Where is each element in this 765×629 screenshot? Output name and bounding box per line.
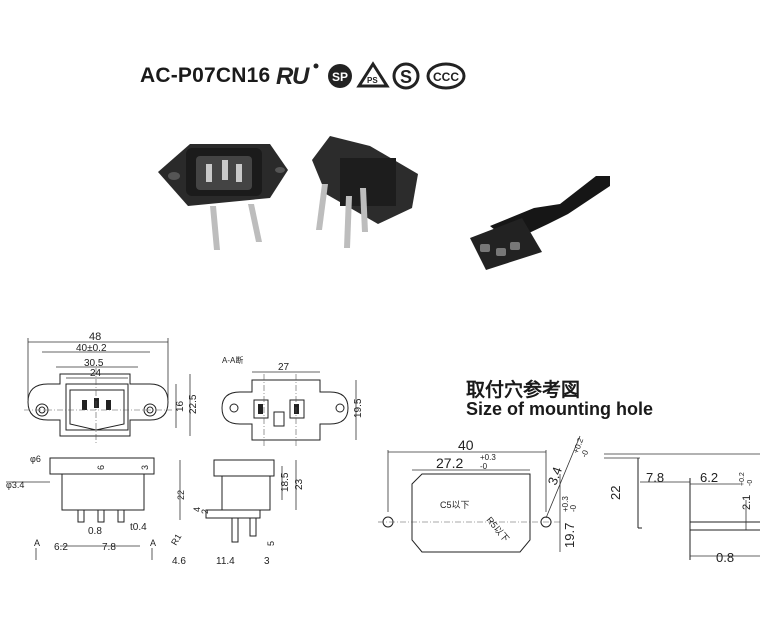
mounting-hole-title-cn: 取付穴参考図 <box>466 379 581 401</box>
ul-recognized-icon: R U <box>276 63 319 90</box>
bottom-offset-right: 7.8 <box>102 542 116 553</box>
bottom-flange-thick: 6 <box>96 465 106 470</box>
svg-text:R: R <box>276 63 294 90</box>
certification-marks: R U SP PS S CCC <box>276 61 466 90</box>
mounting-hole-title-en: Size of mounting hole <box>466 399 653 419</box>
side-w1: 4.6 <box>172 556 186 567</box>
ccc-icon: CCC <box>426 62 466 90</box>
pse-icon: PS <box>356 61 390 88</box>
front-hole-pitch: 40±0.2 <box>76 343 107 354</box>
mh-side-thick: 2.1 <box>741 495 753 510</box>
mh-hole-tol-lower: -0 <box>579 448 590 458</box>
side-pin-w: 3 <box>264 556 270 567</box>
mh-side-thick-tol-lower: -0 <box>747 480 754 486</box>
inlet-back-photo <box>312 136 418 248</box>
bottom-pin-width: 0.8 <box>88 526 102 537</box>
mh-inner-tol-lower: -0 <box>480 462 488 471</box>
connector-cable-photo <box>470 176 610 270</box>
mounting-side-view: 22 7.8 6.2 2.1 +0.2 -0 0.8 <box>604 453 760 565</box>
side-w2: 11.4 <box>216 556 235 567</box>
mh-hole-dia: 3.4 <box>545 465 565 487</box>
front-inner-width: 24 <box>90 368 102 379</box>
mounting-hole-view: 40 27.2 +0.3 -0 3.4 +0.2 -0 C5以下 R5以下 19… <box>378 435 591 553</box>
side-h2: 2 <box>200 509 210 514</box>
side-radius: R1 <box>169 532 183 547</box>
inlet-front-photo <box>158 144 288 250</box>
mh-side-thick-tol-upper: +0.2 <box>739 472 746 486</box>
svg-text:U: U <box>292 63 310 90</box>
section-mark-left: A <box>34 538 40 548</box>
mh-height: 19.7 <box>562 523 577 548</box>
mh-height-tol-lower: -0 <box>569 504 578 512</box>
bottom-offset-left: 6.2 <box>54 542 68 553</box>
mh-chamfer: C5以下 <box>440 500 470 510</box>
mh-side-w2: 6.2 <box>700 470 718 485</box>
product-photos <box>158 136 610 270</box>
svg-text:CCC: CCC <box>433 70 459 84</box>
bottom-pin-thick: t0.4 <box>130 522 147 533</box>
mh-radius: R5以下 <box>484 515 511 544</box>
bottom-thick-right: 3 <box>140 465 150 470</box>
bottom-view: φ3.4 φ6 6 3 0.8 t0.4 6.2 7.8 A A <box>6 454 156 560</box>
side-body-h1: 18.5 <box>280 472 291 492</box>
front-height-inner: 16 <box>175 400 186 412</box>
section-label: A-A断 <box>222 355 243 365</box>
section-mark-right: A <box>150 538 156 548</box>
section-view: A-A断 27 19.5 <box>221 355 364 446</box>
mh-inner-tol-upper: +0.3 <box>480 453 496 462</box>
model-number: AC-P07CN16 <box>140 64 271 87</box>
svg-text:SP: SP <box>332 70 348 84</box>
section-height: 19.5 <box>353 398 364 418</box>
front-body-width: 30.5 <box>84 358 104 369</box>
bottom-flange-dia: φ6 <box>30 454 41 464</box>
svg-text:S: S <box>400 67 412 87</box>
mh-inner-width: 27.2 <box>436 455 463 471</box>
csa-icon: SP <box>328 64 352 88</box>
side-body-h2: 23 <box>294 478 305 490</box>
front-height-outer: 22.5 <box>188 394 199 414</box>
mh-height-tol-upper: +0.3 <box>561 496 570 512</box>
bottom-hole-dia: φ3.4 <box>6 480 24 490</box>
svg-text:PS: PS <box>367 76 378 85</box>
side-pin-h: 5 <box>266 541 276 546</box>
front-view: 48 40±0.2 30.5 24 16 22.5 <box>24 331 199 444</box>
s-mark-icon: S <box>392 62 420 90</box>
mh-width: 40 <box>458 437 474 453</box>
side-height: 22 <box>176 490 186 500</box>
mh-side-height: 22 <box>608 486 623 500</box>
section-width: 27 <box>278 362 290 373</box>
mh-side-w1: 7.8 <box>646 470 664 485</box>
mh-side-pin: 0.8 <box>716 550 734 565</box>
side-view: 22 4 2 R1 4.6 11.4 5 3 18.5 23 <box>169 459 305 567</box>
front-width: 48 <box>89 331 101 343</box>
side-h1: 4 <box>192 507 202 512</box>
